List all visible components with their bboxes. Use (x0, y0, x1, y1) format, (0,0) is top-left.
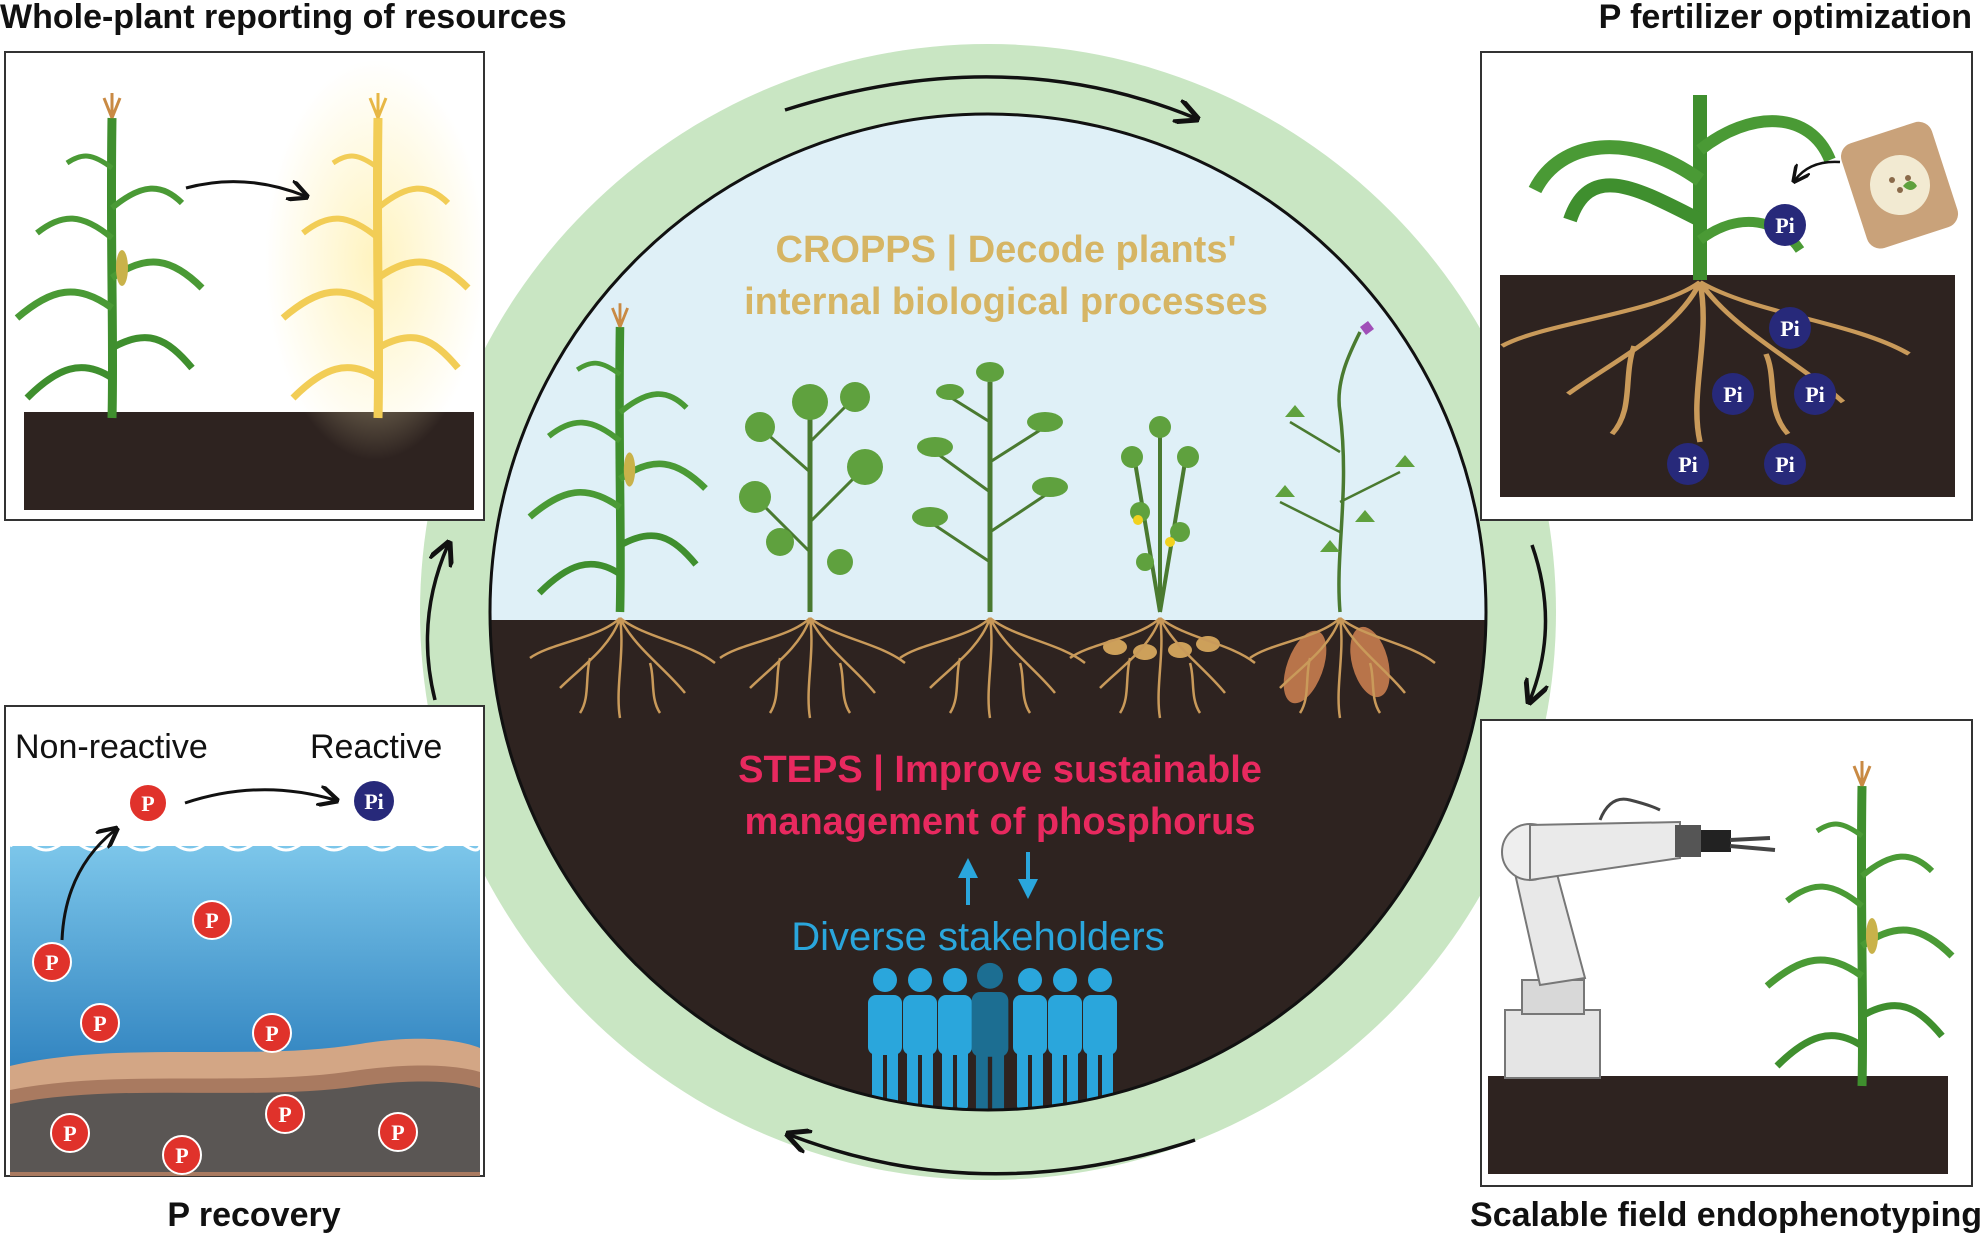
p-ion: P (80, 1003, 120, 1043)
panel-whole-plant-reporting (4, 51, 485, 521)
pi-ion: Pi (1764, 204, 1806, 246)
p-ion: P (50, 1113, 90, 1153)
cropps-line-2: internal biological processes (744, 281, 1268, 323)
svg-text:Pi: Pi (1805, 382, 1825, 407)
svg-text:Pi: Pi (1775, 213, 1795, 238)
svg-text:P: P (391, 1120, 404, 1145)
panel-p-recovery: Non-reactive Reactive Pi P P P P P P P P… (4, 705, 485, 1177)
reactivation-arrow (184, 790, 335, 803)
p-ion: P (128, 783, 168, 823)
svg-text:P: P (278, 1102, 291, 1127)
title-p-recovery: P recovery (167, 1196, 340, 1234)
central-circle-border (488, 112, 1488, 1112)
cycle-arrow-left (425, 545, 448, 701)
title-scalable-field-endophenotyping: Scalable field endophenotyping (1470, 1196, 1982, 1234)
svg-text:Pi: Pi (1780, 316, 1800, 341)
p-ions: P P P P P P P P P (32, 783, 418, 1175)
recovery-arrow (60, 830, 115, 941)
pi-ion: Pi (1667, 443, 1709, 485)
pi-ion: Pi (1794, 373, 1836, 415)
svg-text:P: P (175, 1143, 188, 1168)
cycle-arrow-top (784, 75, 1195, 118)
svg-text:P: P (265, 1021, 278, 1046)
reactive-label: Reactive (310, 728, 442, 766)
steps-line-2: management of phosphorus (745, 801, 1256, 843)
pi-ion: Pi (1769, 307, 1811, 349)
p-ion: P (192, 900, 232, 940)
non-reactive-label: Non-reactive (15, 728, 208, 766)
panel-scalable-field-endophenotyping (1480, 719, 1973, 1187)
panel-p-fertilizer-optimization: Pi Pi Pi Pi Pi Pi (1480, 51, 1973, 521)
fertilizer-bag-icon (1840, 121, 1959, 249)
title-p-fertilizer-optimization: P fertilizer optimization (1599, 0, 1972, 36)
svg-text:P: P (141, 791, 154, 816)
water-surface (9, 840, 482, 852)
pi-ions: Pi Pi Pi Pi Pi Pi (1667, 204, 1836, 485)
pour-arrow (1795, 160, 1841, 180)
central-circle (490, 114, 1486, 1110)
soil (1488, 1076, 1948, 1174)
svg-text:Pi: Pi (1723, 382, 1743, 407)
p-ion: P (252, 1013, 292, 1053)
robot-arm-icon (1501, 797, 1776, 1079)
cotton-plant-icon (739, 382, 883, 612)
p-ion: P (378, 1112, 418, 1152)
svg-text:Pi: Pi (1678, 452, 1698, 477)
cropps-line-1: CROPPS | Decode plants' (776, 229, 1237, 271)
svg-text:P: P (205, 908, 218, 933)
svg-text:Pi: Pi (364, 789, 384, 814)
steps-line-1: STEPS | Improve sustainable (738, 749, 1262, 791)
pi-ion: Pi (354, 781, 394, 821)
title-whole-plant-reporting: Whole-plant reporting of resources (0, 0, 567, 36)
pi-ion: Pi (1764, 443, 1806, 485)
svg-text:Pi: Pi (1775, 452, 1795, 477)
sweet-potato-plant-icon (1275, 321, 1415, 704)
sediment-bottom (10, 1081, 480, 1172)
cycle-arrow-bottom (790, 1135, 1196, 1176)
p-ion: P (265, 1094, 305, 1134)
svg-text:P: P (63, 1121, 76, 1146)
pi-ion: Pi (1712, 373, 1754, 415)
svg-text:P: P (93, 1011, 106, 1036)
peanut-plant-icon (1103, 416, 1220, 660)
svg-text:P: P (45, 950, 58, 975)
cycle-arrow-right (1530, 544, 1546, 700)
p-ion: P (162, 1135, 202, 1175)
p-ion: P (32, 942, 72, 982)
stakeholders-label: Diverse stakeholders (791, 915, 1165, 959)
transition-arrow (185, 182, 305, 196)
tomato-plant-icon (912, 362, 1068, 612)
